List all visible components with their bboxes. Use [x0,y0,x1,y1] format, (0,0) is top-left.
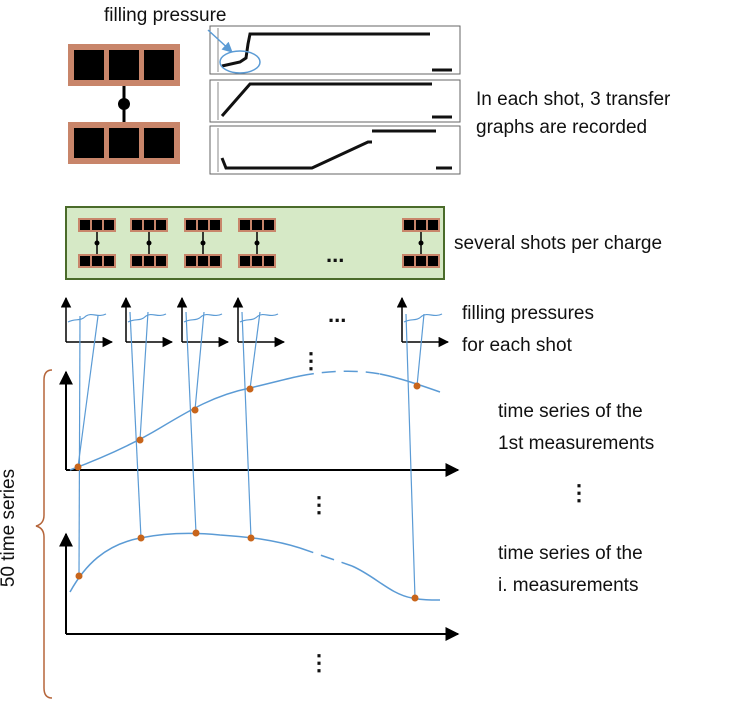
mini-plot [396,296,450,348]
mini-mold [184,218,222,268]
mold-top [68,44,180,86]
axes-ts1 [59,370,460,477]
tsi-point [137,534,145,542]
transfer-label-line1: In each shot, 3 transfer [476,89,671,110]
ts1-point [413,382,421,390]
fifty-time-series-label: 50 time series [0,468,20,588]
shot-connector-line [405,313,416,599]
time-series-brace [35,369,53,699]
mini-molds [78,218,440,268]
tsi-point [411,594,419,602]
ts1-label-line2: 1st measurements [498,433,655,454]
mini-plot [120,296,174,348]
tsi-point [75,572,83,580]
tsi-point [192,529,200,537]
ts1-point [191,406,199,414]
shot-connector-line [77,315,99,468]
ts1-label-line1: time series of the [498,401,643,422]
shot-connector-line [139,311,149,441]
axes-tsi [59,532,460,641]
tsi-curve-end [351,565,441,601]
vertical-ellipsis-1: ⋮ [300,348,322,373]
mini-mold [78,218,116,268]
shot-connector-line [185,311,197,534]
vertical-ellipsis-4: ⋮ [308,650,330,675]
tsi-label-line2: i. measurements [498,575,639,596]
mini-plot [176,296,230,348]
transfer-graph-3 [209,125,461,175]
shot-connectors [77,311,425,599]
transfer-graph-1 [209,25,461,75]
shot-connector-line [78,315,81,577]
filling-pressures-label-line2: for each shot [462,335,572,356]
vertical-ellipsis-2: ⋮ [308,492,330,517]
filling-row-ellipsis: ... [328,302,347,327]
filling-pressure-ellipse [219,50,261,74]
mini-plot [232,296,286,348]
mold-connector [118,86,130,122]
vertical-ellipsis-3: ⋮ [568,480,590,505]
transfer-graph-2 [209,79,461,123]
tsi-label-line1: time series of the [498,543,643,564]
ts1-curve-dashed [299,370,381,377]
mold-bottom [68,122,180,164]
tsi-point [247,534,255,542]
shot-connector-line [241,311,252,539]
filling-pressures-label-line1: filling pressures [462,303,594,324]
tsi-curve [69,532,301,593]
tsi-curve-dashed [299,547,353,567]
filling-pressure-pointer [207,29,233,53]
ts1-curve-end [379,373,441,393]
filling-pressure-mini-plots [60,296,450,348]
mini-mold [238,218,276,268]
charge-box-ellipsis: ... [326,242,345,267]
transfer-label-line2: graphs are recorded [476,117,648,138]
shot-connector-line [129,311,142,539]
shot-connector-line [416,313,425,387]
mini-mold [130,218,168,268]
ts1-curve [69,375,301,471]
ts1-point [136,436,144,444]
shots-per-charge-label: several shots per charge [454,233,663,254]
mini-mold [402,218,440,268]
shot-connector-line [194,311,205,411]
measurement-points [74,382,421,602]
ts1-point [246,385,254,393]
shot-connector-line [249,311,261,390]
mini-plot [60,296,114,348]
filling-pressure-label: filling pressure [104,5,227,26]
ts1-point [74,463,82,471]
